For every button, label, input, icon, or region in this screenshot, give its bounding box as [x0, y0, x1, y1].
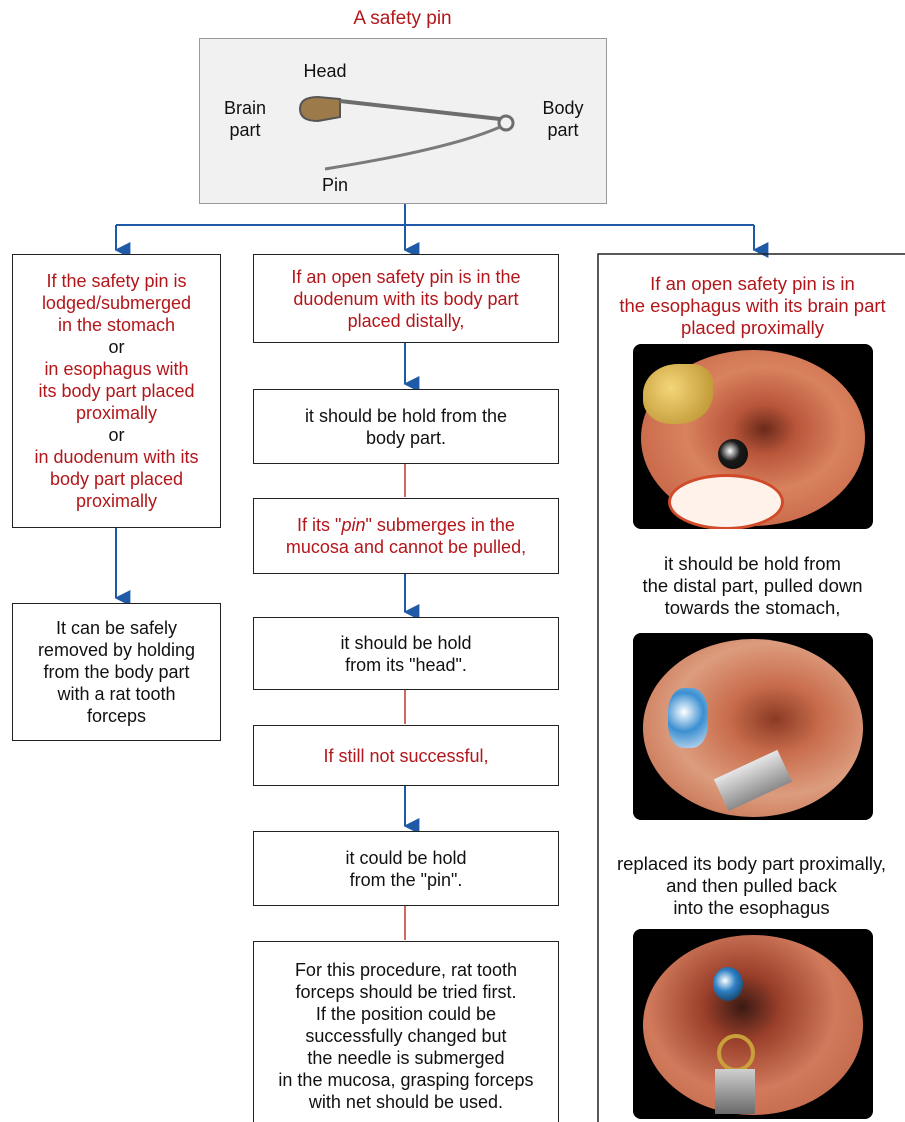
right-condition-text: If an open safety pin is in the esophagu… — [600, 273, 905, 339]
left-condition-box: If the safety pin is lodged/submerged in… — [12, 254, 221, 528]
left-condition-esophagus: in esophagus with its body part placed p… — [38, 358, 194, 424]
left-or-1: or — [108, 336, 124, 358]
left-condition-stomach: If the safety pin is lodged/submerged in… — [42, 270, 191, 336]
endoscopy-image-2 — [633, 633, 873, 820]
middle-step-4: it should be hold from its "head". — [253, 617, 559, 690]
middle-step-2: it should be hold from the body part. — [253, 389, 559, 464]
right-caption-2: replaced its body part proximally, and t… — [598, 853, 905, 919]
middle-step-3-em: pin — [341, 515, 365, 535]
middle-step-3: If its "pin" submerges in the mucosa and… — [253, 498, 559, 574]
middle-step-7: For this procedure, rat tooth forceps sh… — [253, 941, 559, 1122]
endoscopy-image-3 — [633, 929, 873, 1119]
middle-step-2-text: it should be hold from the body part. — [305, 405, 507, 449]
middle-step-4-text: it should be hold from its "head". — [340, 632, 471, 676]
left-result-text: It can be safely removed by holding from… — [38, 617, 195, 727]
middle-step-1: If an open safety pin is in the duodenum… — [253, 254, 559, 343]
middle-step-7-text: For this procedure, rat tooth forceps sh… — [278, 959, 533, 1113]
middle-step-1-text: If an open safety pin is in the duodenum… — [291, 266, 520, 332]
left-result-box: It can be safely removed by holding from… — [12, 603, 221, 741]
middle-step-6-text: it could be hold from the "pin". — [345, 847, 466, 891]
middle-step-3-text: If its "pin" submerges in the mucosa and… — [286, 514, 526, 558]
endoscopy-image-1 — [633, 344, 873, 529]
middle-step-5-text: If still not successful, — [323, 745, 488, 767]
left-or-2: or — [108, 424, 124, 446]
right-caption-1: it should be hold from the distal part, … — [600, 553, 905, 619]
middle-step-6: it could be hold from the "pin". — [253, 831, 559, 906]
middle-step-5: If still not successful, — [253, 725, 559, 786]
middle-step-3-pre: If its " — [297, 515, 341, 535]
left-condition-duodenum: in duodenum with its body part placed pr… — [34, 446, 198, 512]
